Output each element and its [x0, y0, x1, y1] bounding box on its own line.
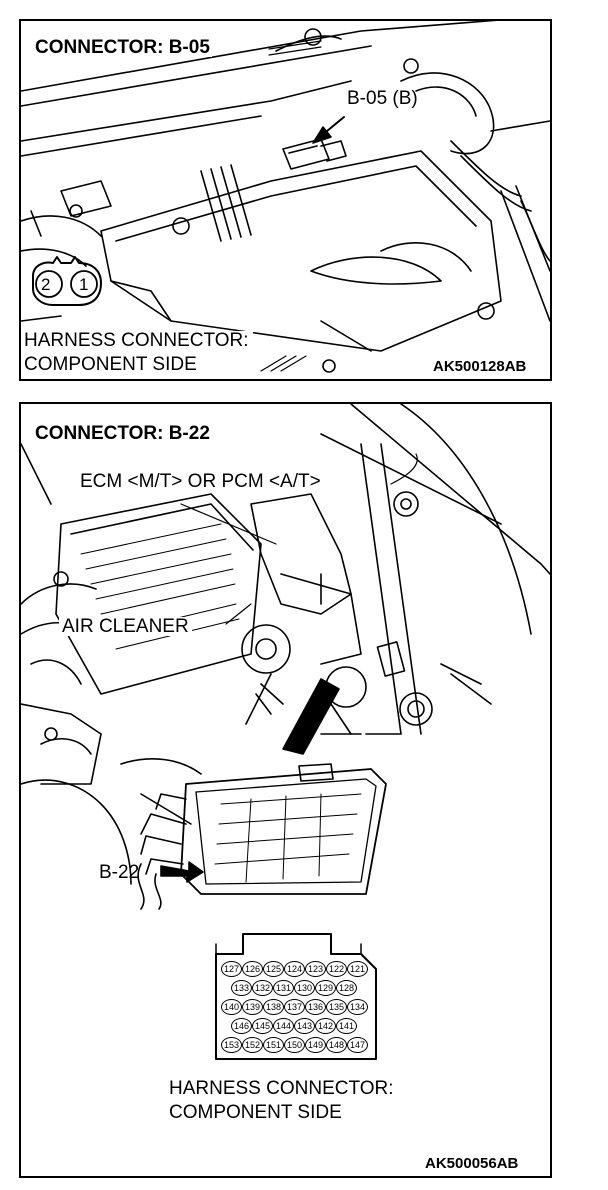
- pin-number: 148: [326, 1037, 347, 1053]
- pin-number: 136: [305, 999, 326, 1015]
- figure-code: AK500056AB: [425, 1155, 519, 1172]
- pin-number: 126: [242, 961, 263, 977]
- pin-number: 127: [221, 961, 242, 977]
- pin-number: 142: [315, 1018, 336, 1034]
- ecm-pcm-label: ECM <M/T> OR PCM <A/T>: [77, 472, 324, 491]
- pin-number: 129: [315, 980, 336, 996]
- pin-number: 144: [273, 1018, 294, 1034]
- pin-number: 140: [221, 999, 242, 1015]
- caption-line-2: COMPONENT SIDE: [24, 355, 201, 374]
- engine-bay-illustration-b05: [21, 21, 550, 373]
- pin-number: 143: [294, 1018, 315, 1034]
- pin-number: 147: [347, 1037, 368, 1053]
- pin-number: 138: [263, 999, 284, 1015]
- caption-line-1: HARNESS CONNECTOR:: [169, 1078, 394, 1099]
- pin-number: 130: [294, 980, 315, 996]
- pin-number: 146: [231, 1018, 252, 1034]
- pin-number: 131: [273, 980, 294, 996]
- connector-b22-panel: CONNECTOR: B-22 ECM <M/T> OR PCM <A/T> A…: [19, 402, 552, 1178]
- pin-number: 152: [242, 1037, 263, 1053]
- pin-number: 153: [221, 1037, 242, 1053]
- pin-number: 122: [326, 961, 347, 977]
- pin-number: 123: [305, 961, 326, 977]
- pin-number: 134: [347, 999, 368, 1015]
- figure-code: AK500128AB: [433, 358, 527, 375]
- panel-title: CONNECTOR: B-05: [33, 37, 212, 58]
- pin-number: 145: [252, 1018, 273, 1034]
- pin-number: 121: [347, 961, 368, 977]
- pin-number: 128: [336, 980, 357, 996]
- pin-number: 149: [305, 1037, 326, 1053]
- pin-number: 124: [284, 961, 305, 977]
- pin-number: 139: [242, 999, 263, 1015]
- caption-line-2: COMPONENT SIDE: [169, 1102, 342, 1123]
- pin-number: 133: [231, 980, 252, 996]
- engine-bay-illustration-b22: [21, 404, 550, 1060]
- panel-title: CONNECTOR: B-22: [33, 423, 212, 444]
- pin-number: 1: [79, 275, 89, 294]
- pin-number: 135: [326, 999, 347, 1015]
- pin-number: 132: [252, 980, 273, 996]
- pin-number: 151: [263, 1037, 284, 1053]
- pin-number: 125: [263, 961, 284, 977]
- connector-callout-label: B-22: [99, 862, 140, 883]
- pin-number: 137: [284, 999, 305, 1015]
- air-cleaner-label: AIR CLEANER: [59, 617, 192, 636]
- connector-callout-label: B-05 (B): [347, 88, 418, 109]
- pin-number: 141: [336, 1018, 357, 1034]
- pin-number: 150: [284, 1037, 305, 1053]
- pin-number: 2: [41, 275, 51, 294]
- connector-b05-panel: CONNECTOR: B-05 B-05 (B) 2 1 HARNESS CON…: [19, 19, 552, 381]
- caption-line-1: HARNESS CONNECTOR:: [24, 331, 253, 350]
